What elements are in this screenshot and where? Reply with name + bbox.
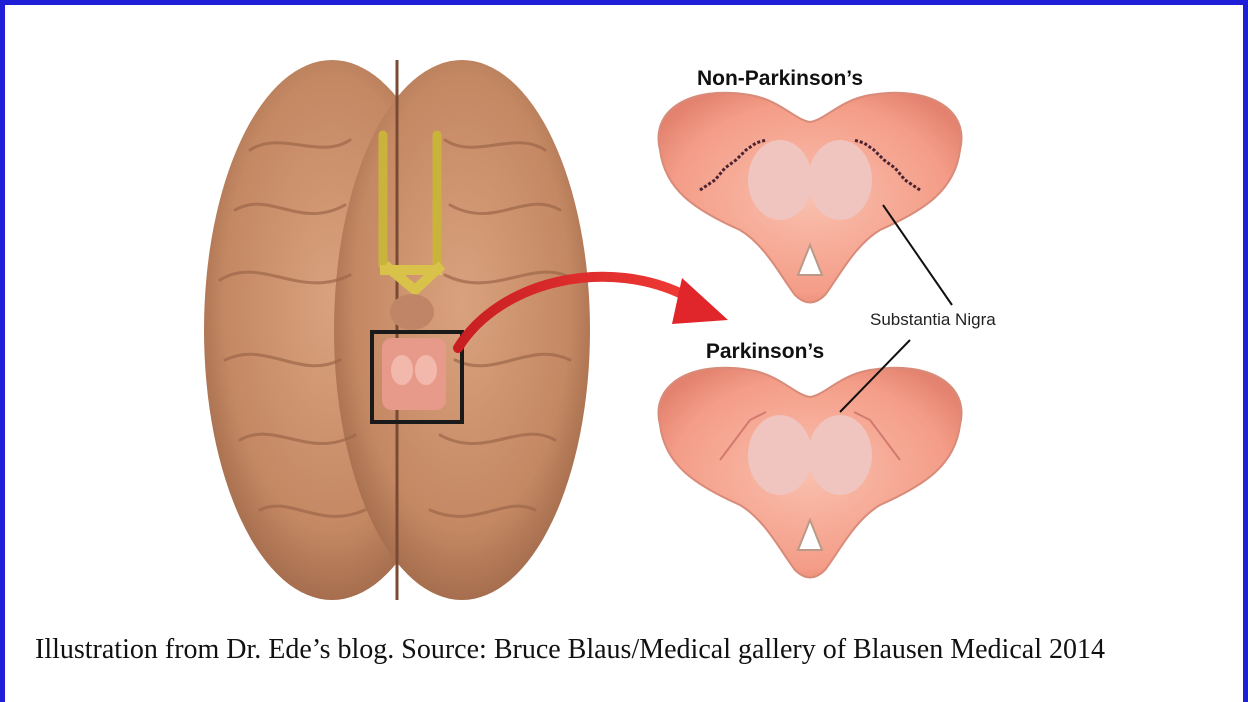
non-parkinsons-section: Non-Parkinson’s	[658, 67, 961, 303]
brain-illustration	[204, 60, 590, 600]
bottom-label: Parkinson’s	[706, 340, 824, 363]
figure-caption: Illustration from Dr. Ede’s blog. Source…	[35, 634, 1105, 666]
pons	[390, 294, 434, 330]
parkinsons-section: Parkinson’s	[658, 340, 961, 578]
structure-label: Substantia Nigra	[870, 310, 996, 329]
brain-diagram: Non-Parkinson’s Parkinson’s Substantia N…	[180, 40, 1030, 622]
top-label: Non-Parkinson’s	[697, 67, 863, 90]
